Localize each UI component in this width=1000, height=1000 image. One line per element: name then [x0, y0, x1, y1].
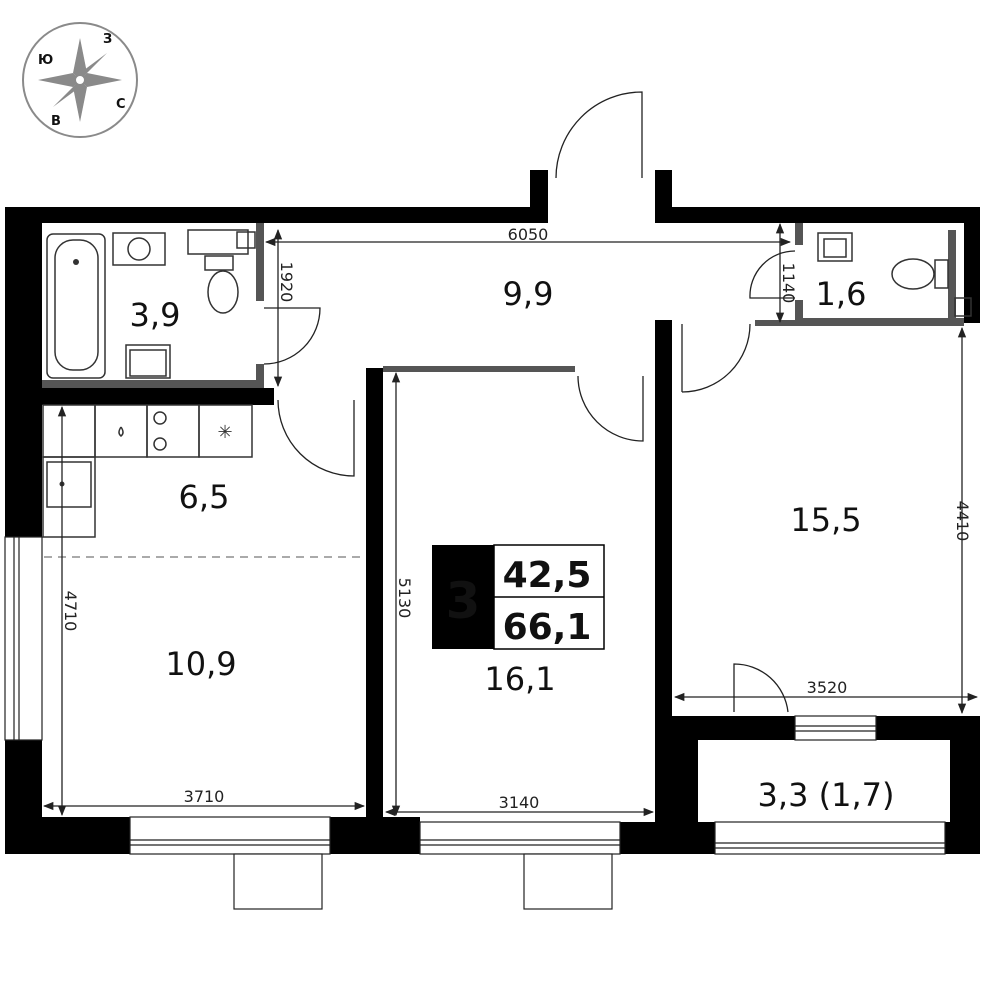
dim-hall-width: 6050 — [508, 225, 549, 244]
dim-right-height: 4410 — [953, 501, 972, 542]
dim-left-height: 4710 — [61, 591, 80, 632]
compass-letter-n: Ю — [38, 53, 53, 68]
dim-bath-depth: 1920 — [277, 262, 296, 303]
room-area-bedroom-right: 15,5 — [790, 501, 861, 539]
toilet-icon — [204, 255, 234, 271]
compass-letter-s: С — [116, 97, 126, 112]
room-area-kitchen: 6,5 — [179, 478, 230, 516]
dim-mid-height: 5130 — [395, 578, 414, 619]
kitchen-fixtures: ✳ — [42, 404, 253, 538]
room-area-bedroom-mid: 16,1 — [484, 660, 555, 698]
compass-rose-icon: Ю З С В — [22, 22, 138, 138]
dim-wc-depth: 1140 — [779, 263, 798, 304]
dimension-lines — [42, 222, 979, 817]
compass-letter-e: З — [103, 32, 112, 47]
wc-toilet-icon — [891, 258, 935, 290]
fridge-icon — [198, 404, 253, 458]
kitchen-sink-icon — [46, 461, 92, 508]
dim-right-width: 3520 — [807, 678, 848, 697]
total-area-value: 66,1 — [503, 607, 592, 648]
svg-text:✳: ✳ — [217, 422, 232, 442]
room-area-living: 10,9 — [165, 645, 236, 683]
windows — [4, 536, 946, 910]
compass-letter-w: В — [51, 114, 61, 129]
bathtub-icon — [46, 233, 106, 379]
room-area-hall: 9,9 — [503, 275, 554, 313]
apartment-info-badge: 3 42,5 66,1 — [432, 544, 605, 650]
dim-mid-width: 3140 — [499, 793, 540, 812]
room-count: 3 — [446, 572, 481, 630]
bathroom-fixtures — [46, 229, 256, 379]
walls — [5, 170, 980, 854]
sink-icon — [125, 344, 171, 379]
wc-sink-icon — [817, 232, 853, 262]
room-area-loggia: 3,3 (1,7) — [758, 776, 895, 814]
washing-machine-icon — [112, 232, 166, 266]
living-area-value: 42,5 — [503, 555, 592, 596]
room-area-wc: 1,6 — [816, 275, 867, 313]
room-area-bath: 3,9 — [130, 296, 181, 334]
dim-left-width: 3710 — [184, 787, 225, 806]
wc-fixtures — [817, 232, 972, 317]
stove-icon — [146, 404, 200, 458]
